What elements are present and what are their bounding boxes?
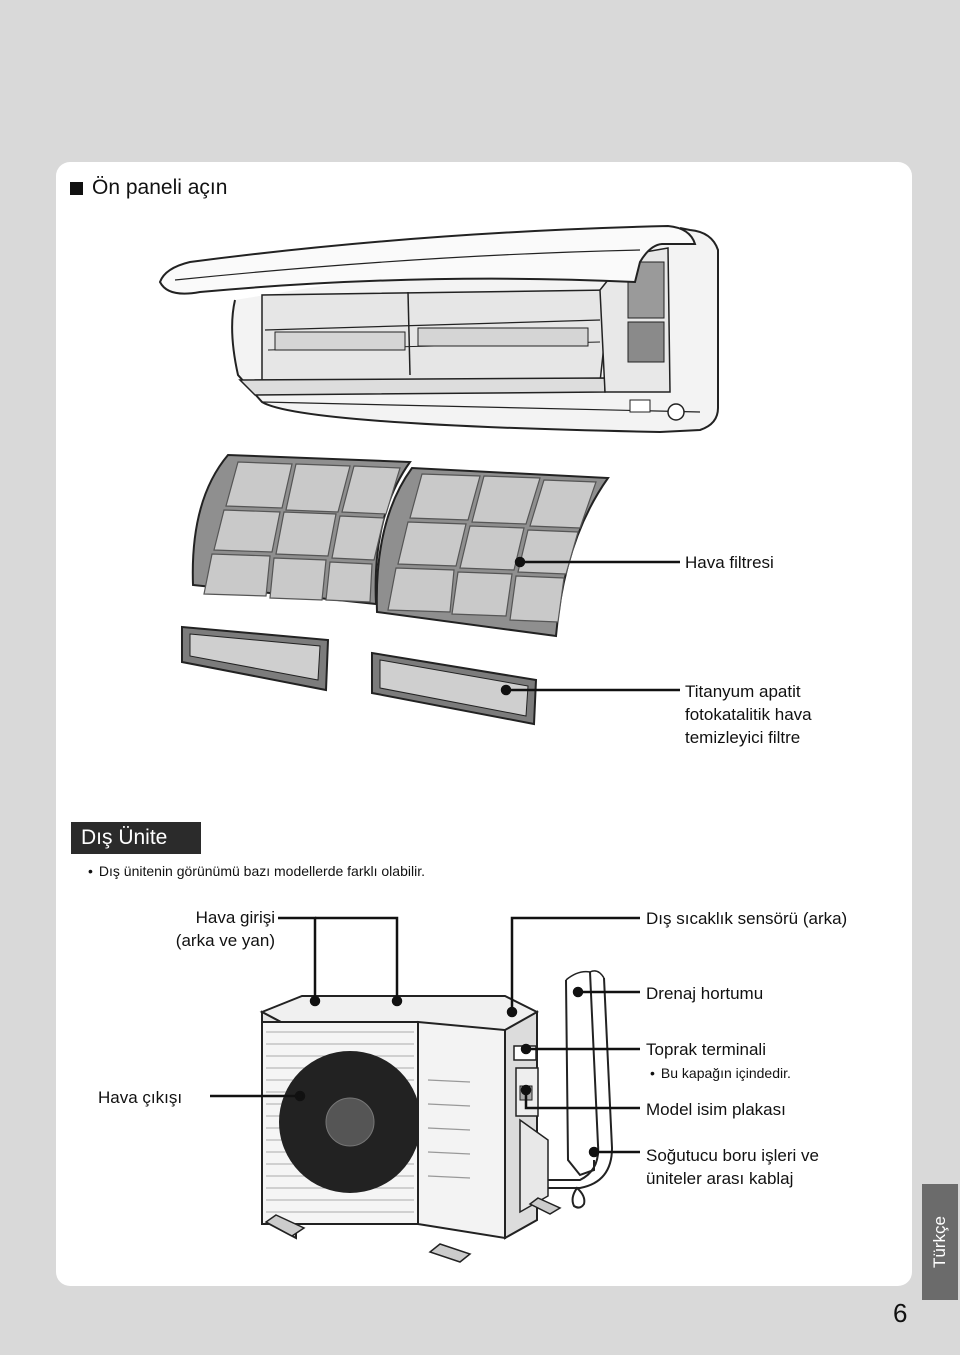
titanium-filter-left <box>181 625 330 692</box>
outdoor-unit-badge: Dış Ünite <box>71 822 201 854</box>
earth-terminal-note: • Bu kapağın içindedir. <box>650 1064 791 1082</box>
indoor-unit-drawing <box>158 224 719 434</box>
language-tab: Türkçe <box>922 1184 958 1300</box>
label-air-inlet: Hava girişi (arka ve yan) <box>155 906 275 952</box>
square-bullet-icon <box>70 181 83 195</box>
label-titanium-filter-line2: fotokatalitik hava <box>685 705 812 724</box>
outdoor-note-text: Dış ünitenin görünümü bazı modellerde fa… <box>98 863 425 879</box>
titanium-filter-right <box>371 651 538 726</box>
outdoor-leader-lines <box>210 916 640 1158</box>
section-title: Ön paneli açın <box>92 176 228 199</box>
section-heading: Ön paneli açın <box>70 176 227 200</box>
language-tab-label: Türkçe <box>930 1216 949 1268</box>
outdoor-note: • Dış ünitenin görünümü bazı modellerde f… <box>88 862 425 880</box>
label-model-plate: Model isim plakası <box>646 1100 786 1119</box>
label-earth-terminal: Toprak terminali <box>646 1040 766 1059</box>
bullet-icon: • <box>650 1065 655 1081</box>
earth-terminal-note-text: Bu kapağın içindedir. <box>660 1065 791 1081</box>
label-air-outlet: Hava çıkışı <box>98 1088 183 1107</box>
indoor-leader-lines <box>500 556 680 696</box>
label-titanium-filter-line1: Titanyum apatit <box>685 682 801 701</box>
label-outside-temp-sensor: Dış sıcaklık sensörü (arka) <box>646 909 848 928</box>
label-air-inlet-line1: Hava girişi <box>195 908 275 927</box>
air-filter-right <box>375 466 610 638</box>
label-piping: Soğutucu boru işleri ve üniteler arası k… <box>646 1144 819 1190</box>
label-air-filter: Hava filtresi <box>685 553 774 572</box>
label-piping-line2: üniteler arası kablaj <box>646 1169 794 1188</box>
label-titanium-filter-line3: temizleyici filtre <box>685 728 801 747</box>
label-piping-line1: Soğutucu boru işleri ve <box>646 1146 819 1165</box>
page-number: 6 <box>893 1298 908 1328</box>
label-titanium-filter: Titanyum apatit fotokatalitik hava temiz… <box>685 680 812 749</box>
outdoor-unit-drawing <box>259 970 614 1263</box>
label-air-inlet-line2: (arka ve yan) <box>175 931 275 950</box>
label-drain-hose: Drenaj hortumu <box>646 984 764 1003</box>
air-filter-left <box>191 453 412 606</box>
bullet-icon: • <box>88 863 93 879</box>
